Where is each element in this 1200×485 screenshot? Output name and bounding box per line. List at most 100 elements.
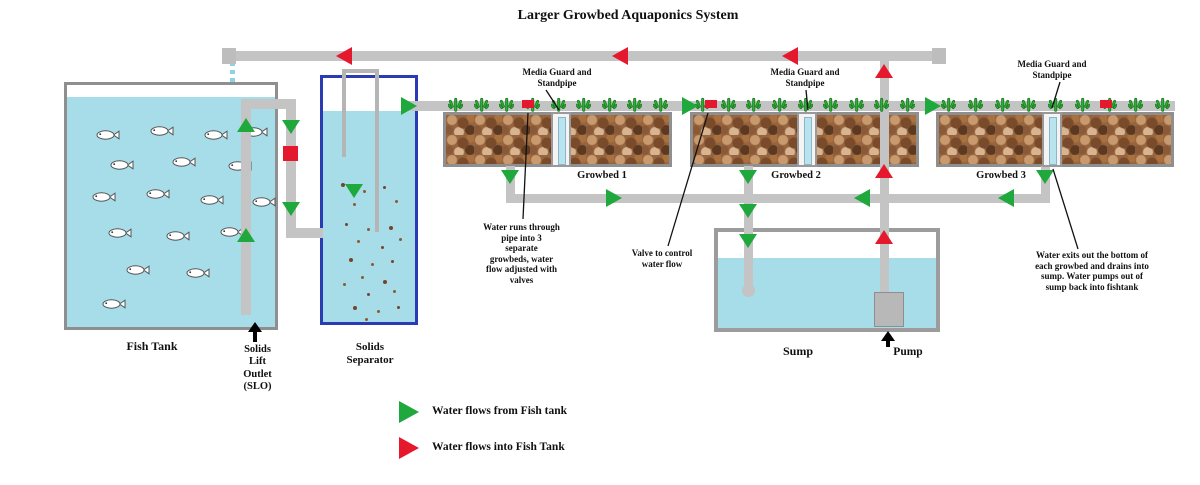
- red-flow-arrow-up-icon: [875, 230, 893, 244]
- slo-label: Solids Lift Outlet (SLO): [243, 344, 272, 393]
- solids-particle: [363, 190, 366, 193]
- green-flow-arrow-down-icon: [739, 170, 757, 184]
- green-flow-arrow-down-icon: [739, 234, 757, 248]
- solids-particle: [389, 226, 393, 230]
- fish-icon: [202, 128, 228, 142]
- solids-separator: [320, 75, 418, 325]
- annotation-water-exits: Water exits out the bottom of each growb…: [1035, 250, 1149, 292]
- green-flow-arrow-left-icon: [998, 189, 1014, 207]
- media-guard-2-label: Media Guard and Standpipe: [770, 67, 840, 88]
- plant-icon: [474, 92, 489, 112]
- fish-icon: [106, 226, 132, 240]
- fish-icon: [198, 193, 224, 207]
- plant-icon: [823, 92, 838, 112]
- plant-icon: [627, 92, 642, 112]
- green-flow-arrow-down-icon: [282, 202, 300, 216]
- green-flow-arrow-right-icon: [925, 97, 941, 115]
- legend-red-arrow-icon: [399, 437, 419, 459]
- standpipe-growbed-2: [797, 112, 817, 167]
- solids-particle: [397, 306, 400, 309]
- green-flow-arrow-down-icon: [739, 204, 757, 218]
- growbed-2-label: Growbed 2: [771, 170, 821, 181]
- red-flow-arrow-left-icon: [336, 47, 352, 65]
- red-flow-arrow-up-icon: [875, 164, 893, 178]
- slo-pipe-vertical: [241, 99, 251, 315]
- solids-particle: [377, 310, 380, 313]
- sump-inlet-outlet: [742, 284, 755, 297]
- plant-icon: [721, 92, 736, 112]
- media-guard-3-label: Media Guard and Standpipe: [1017, 59, 1087, 80]
- standpipe-growbed-3: [1042, 112, 1062, 167]
- return-pipe-top: [228, 51, 942, 61]
- green-flow-arrow-down-icon: [345, 184, 363, 198]
- fish-icon: [250, 195, 276, 209]
- green-flow-arrow-down-icon: [1036, 170, 1054, 184]
- fish-icon: [124, 263, 150, 277]
- green-flow-arrow-up-icon: [237, 118, 255, 132]
- plant-icon: [746, 92, 761, 112]
- fish-icon: [108, 158, 134, 172]
- green-flow-arrow-down-icon: [501, 170, 519, 184]
- pump-label: Pump: [893, 346, 923, 358]
- fish-icon: [184, 266, 210, 280]
- green-flow-arrow-right-icon: [682, 97, 698, 115]
- return-pipe-right-cap: [932, 48, 946, 64]
- standpipe-tube: [558, 117, 566, 165]
- fish-icon: [100, 297, 126, 311]
- fish-icon: [170, 155, 196, 169]
- plant-icon: [551, 92, 566, 112]
- drain-collector-pipe: [506, 194, 1050, 203]
- plants-row-growbed-3: [941, 92, 1170, 112]
- solids-particle: [395, 200, 398, 203]
- solids-particle: [371, 263, 374, 266]
- slo-pointer-arrow: [248, 322, 262, 332]
- separator-inner-pipe-short: [342, 69, 346, 157]
- standpipe-tube: [1049, 117, 1057, 165]
- solids-particle: [367, 228, 370, 231]
- fish-icon: [94, 128, 120, 142]
- annotation-valve-control: Valve to control water flow: [631, 248, 693, 269]
- legend-green-arrow-icon: [399, 401, 419, 423]
- standpipe-growbed-1: [551, 112, 571, 167]
- legend-into-fish-tank-label: Water flows into Fish Tank: [432, 441, 565, 453]
- growbed-3-drain: [1041, 166, 1050, 203]
- growbed-3-label: Growbed 3: [976, 170, 1026, 181]
- pump-pointer-arrow: [881, 331, 895, 341]
- solids-particle: [343, 283, 346, 286]
- green-flow-arrow-right-icon: [606, 189, 622, 207]
- solids-particle: [353, 306, 357, 310]
- plant-icon: [1075, 92, 1090, 112]
- separator-feed-pipe-elbow: [286, 228, 323, 238]
- plant-icon: [602, 92, 617, 112]
- solids-particle: [349, 258, 353, 262]
- plant-icon: [576, 92, 591, 112]
- pump-box: [874, 292, 904, 327]
- fish-icon: [90, 190, 116, 204]
- solids-particle: [353, 203, 356, 206]
- fish-icon: [144, 187, 170, 201]
- fish-tank-label: Fish Tank: [126, 339, 178, 353]
- media-guard-1-label: Media Guard and Standpipe: [522, 67, 592, 88]
- fish-icon: [164, 229, 190, 243]
- legend-from-fish-tank-label: Water flows from Fish tank: [432, 405, 568, 417]
- solids-particle: [383, 186, 386, 189]
- green-flow-arrow-right-icon: [401, 97, 417, 115]
- solids-particle: [365, 318, 368, 321]
- plant-icon: [849, 92, 864, 112]
- separator-bracket-top: [342, 69, 379, 73]
- solids-particle: [361, 276, 364, 279]
- fish-icon: [148, 124, 174, 138]
- plant-icon: [448, 92, 463, 112]
- green-flow-arrow-down-icon: [282, 120, 300, 134]
- plant-icon: [653, 92, 668, 112]
- plant-icon: [1128, 92, 1143, 112]
- green-flow-arrow-up-icon: [237, 228, 255, 242]
- plant-icon: [1155, 92, 1170, 112]
- valve-marker: [522, 100, 534, 108]
- red-flow-arrow-up-icon: [875, 64, 893, 78]
- valve-marker: [1100, 100, 1112, 108]
- solids-particle: [381, 246, 384, 249]
- green-flow-arrow-left-icon: [854, 189, 870, 207]
- pump-pointer-stem: [886, 339, 890, 347]
